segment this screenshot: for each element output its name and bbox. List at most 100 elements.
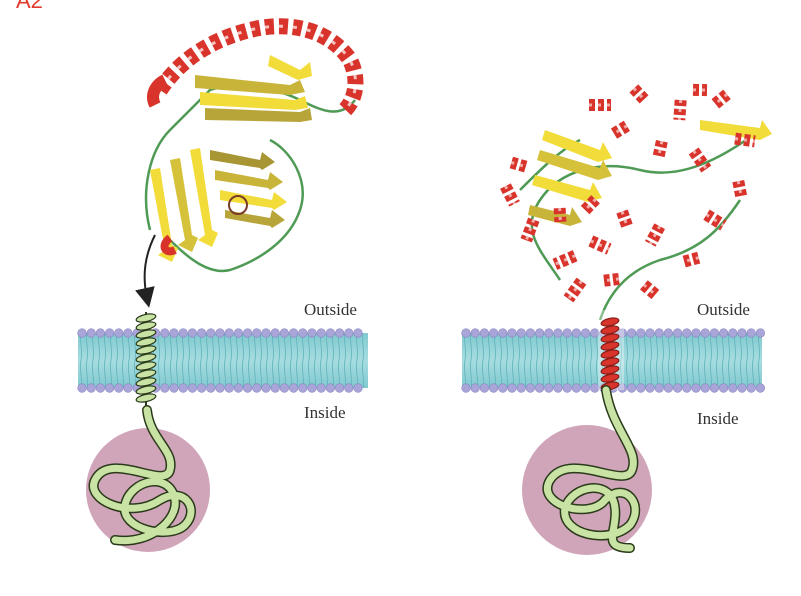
lipid-head xyxy=(160,328,170,338)
lipid-head xyxy=(507,383,517,393)
helix-turn xyxy=(135,353,157,363)
panel-tag: A2 xyxy=(16,0,43,13)
left-cytoplasmic-domain xyxy=(86,428,210,552)
lipid-head xyxy=(617,328,628,338)
right-outside-label: Outside xyxy=(697,300,750,319)
lipid-head xyxy=(746,328,756,338)
left-membrane xyxy=(77,328,368,393)
lipid-head xyxy=(636,383,646,393)
lipid-head xyxy=(160,383,170,393)
right-beta-sheets xyxy=(528,120,772,226)
lipid-head xyxy=(534,383,545,393)
left-helix-arch xyxy=(147,18,364,116)
lipid-head xyxy=(270,328,280,338)
lipid-head xyxy=(525,328,536,338)
lipid-head xyxy=(215,328,225,338)
left-membrane-heads-bottom xyxy=(77,383,363,393)
helix-highlight xyxy=(612,124,628,136)
helix-highlight xyxy=(680,256,700,264)
lipid-head xyxy=(298,328,308,338)
helix-highlight xyxy=(600,277,620,283)
lipid-head xyxy=(525,383,536,393)
lipid-head xyxy=(672,383,683,393)
arrow-down-icon xyxy=(135,234,156,308)
helix-highlight xyxy=(712,93,728,107)
lipid-head xyxy=(489,383,499,393)
helix-turn xyxy=(135,393,157,403)
lipid-head xyxy=(353,328,363,338)
helix-highlight xyxy=(677,99,683,121)
lipid-head xyxy=(187,383,197,393)
helix-highlight xyxy=(656,140,664,160)
lipid-head xyxy=(298,383,308,393)
lipid-head xyxy=(691,383,701,393)
lipid-head xyxy=(544,383,554,393)
lipid-head xyxy=(279,383,290,393)
left-transmembrane-helix xyxy=(135,312,157,420)
lipid-head xyxy=(461,328,471,338)
lipid-head xyxy=(728,383,738,393)
lipid-head xyxy=(279,328,290,338)
lipid-head xyxy=(252,383,262,393)
helix-turn xyxy=(600,365,620,375)
lipid-head xyxy=(507,328,517,338)
lipid-head xyxy=(197,383,207,393)
lipid-head xyxy=(243,383,253,393)
lipid-head xyxy=(562,383,572,393)
lipid-head xyxy=(123,383,133,393)
right-transmembrane-helix xyxy=(598,310,624,391)
lipid-head xyxy=(682,383,692,393)
left-membrane-heads-top xyxy=(77,328,363,338)
lipid-head xyxy=(307,383,317,393)
helix-turn xyxy=(135,329,157,339)
helix-turn xyxy=(135,369,157,379)
lipid-head xyxy=(737,328,747,338)
lipid-head xyxy=(700,383,710,393)
lipid-head xyxy=(261,328,271,338)
helix-turn xyxy=(135,385,157,395)
lipid-head xyxy=(353,383,363,393)
lipid-head xyxy=(206,383,216,393)
lipid-head xyxy=(325,383,336,393)
lipid-head xyxy=(571,328,582,338)
lipid-head xyxy=(626,383,637,393)
lipid-head xyxy=(553,328,563,338)
helix-highlight xyxy=(632,87,648,103)
lipid-head xyxy=(470,383,480,393)
lipid-head xyxy=(617,383,628,393)
lipid-head xyxy=(571,383,582,393)
helix-highlight xyxy=(620,211,630,229)
lipid-head xyxy=(755,383,766,393)
lipid-head xyxy=(289,328,299,338)
helix-turn xyxy=(600,325,620,335)
lipid-head xyxy=(307,328,317,338)
lipid-head xyxy=(516,328,526,338)
lipid-head xyxy=(316,383,326,393)
lipid-head xyxy=(77,328,87,338)
lipid-head xyxy=(562,328,572,338)
helix-highlight xyxy=(705,213,725,227)
left-cytoplasmic-ribbon xyxy=(88,405,196,546)
lipid-head xyxy=(461,383,471,393)
lipid-head xyxy=(479,383,490,393)
lipid-head xyxy=(104,383,115,393)
lipid-head xyxy=(114,383,124,393)
left-inside-label: Inside xyxy=(304,403,346,422)
lipid-head xyxy=(169,383,179,393)
lipid-head xyxy=(709,383,720,393)
lipid-head xyxy=(654,328,664,338)
lipid-head xyxy=(206,328,216,338)
lipid-head xyxy=(645,383,655,393)
lipid-head xyxy=(645,328,655,338)
lipid-head xyxy=(178,328,188,338)
lipid-head xyxy=(325,328,336,338)
lipid-head xyxy=(243,328,253,338)
right-helices xyxy=(500,83,756,303)
lipid-head xyxy=(316,328,326,338)
helix-highlight xyxy=(736,180,744,200)
lipid-head xyxy=(737,383,747,393)
lipid-head xyxy=(691,328,701,338)
lipid-head xyxy=(95,328,105,338)
lipid-head xyxy=(590,383,600,393)
lipid-head xyxy=(746,383,756,393)
